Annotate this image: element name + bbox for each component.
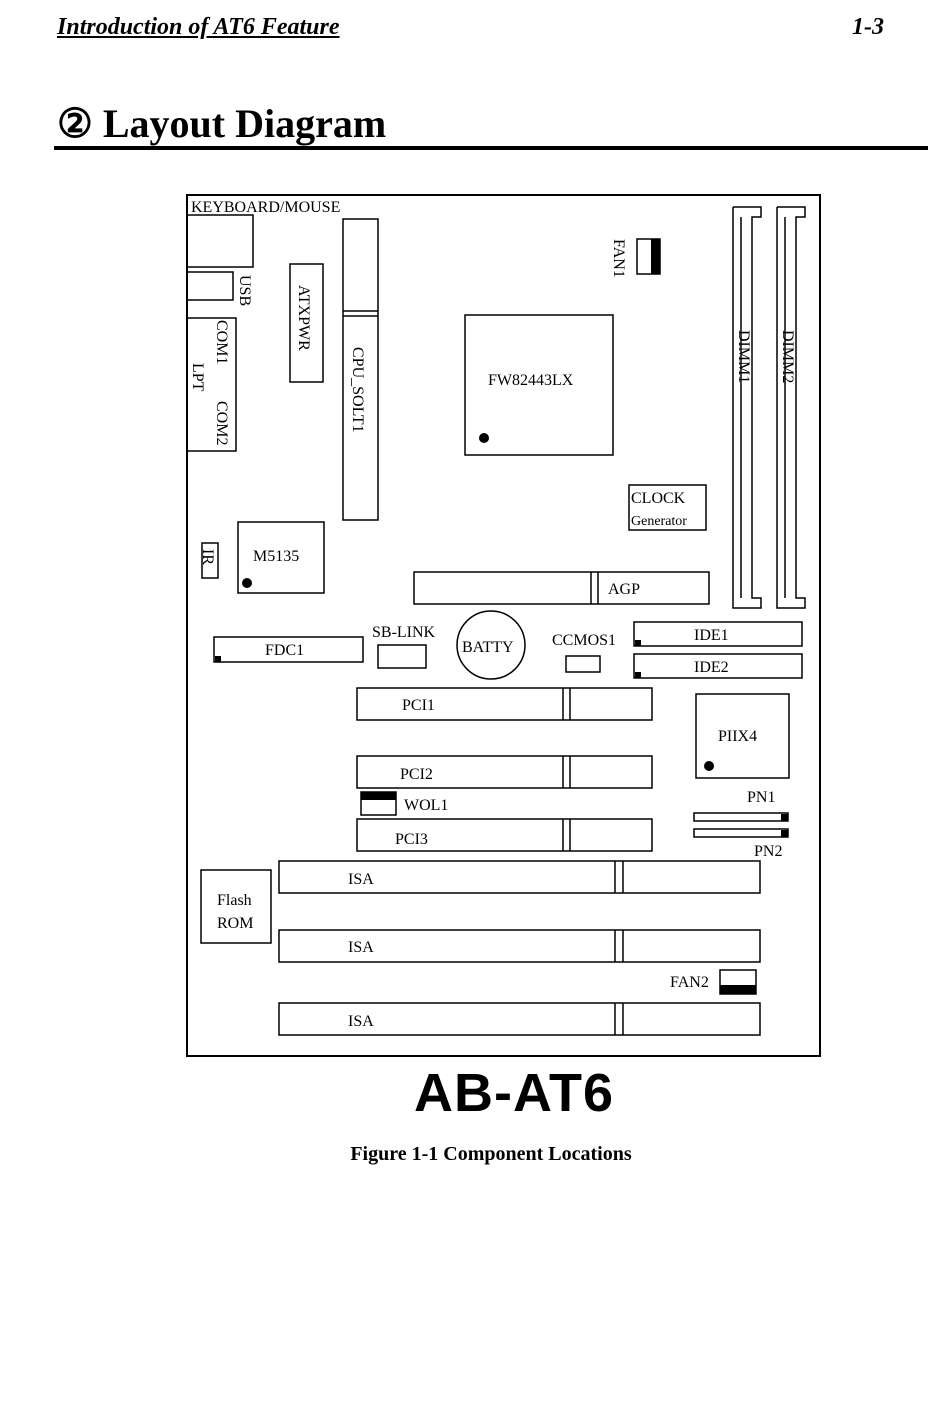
pn1-pin-mark xyxy=(781,814,788,821)
clock-generator xyxy=(628,484,707,531)
southbridge-label: PIIX4 xyxy=(718,728,757,745)
battery-label: BATTY xyxy=(462,639,514,656)
fdc1-pin1-mark xyxy=(215,656,221,662)
pn2-header xyxy=(693,828,789,838)
flash-rom xyxy=(200,869,272,944)
southbridge-pin1-dot xyxy=(704,761,714,771)
title-rule xyxy=(54,146,928,150)
fan1-pin-mark xyxy=(651,239,660,274)
dimm1-label: DIMM1 xyxy=(735,330,752,383)
flash-rom-label-line1: Flash xyxy=(217,892,252,909)
pci2-slot xyxy=(356,755,653,789)
fdc1-label: FDC1 xyxy=(265,642,304,659)
pci2-label: PCI2 xyxy=(400,766,433,783)
northbridge-chip xyxy=(464,314,614,456)
flash-rom-label-line2: ROM xyxy=(217,915,253,932)
fan2-pin-mark xyxy=(720,985,756,994)
com2-label: COM2 xyxy=(213,401,230,445)
southbridge-chip xyxy=(695,693,790,779)
northbridge-pin1-dot xyxy=(479,433,489,443)
section-header: Introduction of AT6 Feature xyxy=(57,14,340,40)
fdc1-connector xyxy=(213,636,364,663)
super-io-label: M5135 xyxy=(253,548,299,565)
super-io-chip xyxy=(237,521,325,594)
isa-slot-3 xyxy=(278,1002,761,1036)
board-model-name: AB-AT6 xyxy=(414,1063,614,1123)
dimm2-slot xyxy=(776,206,806,609)
pci3-label: PCI3 xyxy=(395,831,428,848)
dimm1-slot xyxy=(732,206,762,609)
isa-slot-1 xyxy=(278,860,761,894)
pn1-header xyxy=(693,812,789,822)
northbridge-label: FW82443LX xyxy=(488,372,574,389)
ir-label: IR xyxy=(199,549,216,565)
isa-slot-1-label: ISA xyxy=(348,871,374,888)
keyboard-mouse-label: KEYBOARD/MOUSE xyxy=(191,199,340,216)
agp-slot xyxy=(413,571,710,605)
lpt-label: LPT xyxy=(189,363,206,392)
figure-caption: Figure 1-1 Component Locations xyxy=(350,1143,632,1165)
com-lpt-port xyxy=(187,317,237,452)
page-number: 1-3 xyxy=(852,14,884,40)
dimm2-label: DIMM2 xyxy=(779,330,796,383)
board-outline xyxy=(186,194,821,1057)
isa-slot-2-label: ISA xyxy=(348,939,374,956)
wol1-label: WOL1 xyxy=(404,797,448,814)
wol1-pin-mark xyxy=(361,792,396,800)
page-title: ② Layout Diagram xyxy=(57,101,387,146)
atxpwr-connector xyxy=(289,263,324,383)
isa-slot-3-label: ISA xyxy=(348,1013,374,1030)
usb-port xyxy=(186,271,234,301)
ide2-pin1-mark xyxy=(635,672,641,678)
ide2-connector xyxy=(633,653,803,679)
pci1-label: PCI1 xyxy=(402,697,435,714)
ccmos1-label: CCMOS1 xyxy=(552,632,616,649)
battery xyxy=(456,610,526,680)
ide1-label: IDE1 xyxy=(694,627,729,644)
clock-label-line2: Generator xyxy=(631,514,687,529)
keyboard-mouse-port xyxy=(186,214,254,268)
sb-link-label: SB-LINK xyxy=(372,624,436,641)
isa-slot-2 xyxy=(278,929,761,963)
pn2-pin-mark xyxy=(781,830,788,837)
pn2-label: PN2 xyxy=(754,843,782,860)
pn1-label: PN1 xyxy=(747,789,775,806)
sb-link-header xyxy=(377,644,427,669)
agp-label: AGP xyxy=(608,581,640,598)
cpu-slot-label: CPU_SOLT1 xyxy=(349,347,366,433)
fan2-label: FAN2 xyxy=(670,974,709,991)
usb-label: USB xyxy=(236,275,253,306)
com1-label: COM1 xyxy=(213,320,230,364)
super-io-pin1-dot xyxy=(242,578,252,588)
clock-label-line1: CLOCK xyxy=(631,490,686,507)
ide2-label: IDE2 xyxy=(694,659,729,676)
ide1-pin1-mark xyxy=(635,640,641,646)
pci1-slot xyxy=(356,687,653,721)
fan1-label: FAN1 xyxy=(610,239,627,278)
pci3-slot xyxy=(356,818,653,852)
ide1-connector xyxy=(633,621,803,647)
ccmos1-jumper xyxy=(565,655,601,673)
atxpwr-label: ATXPWR xyxy=(295,285,312,351)
cpu-slot xyxy=(342,218,379,521)
ir-header xyxy=(201,542,219,579)
